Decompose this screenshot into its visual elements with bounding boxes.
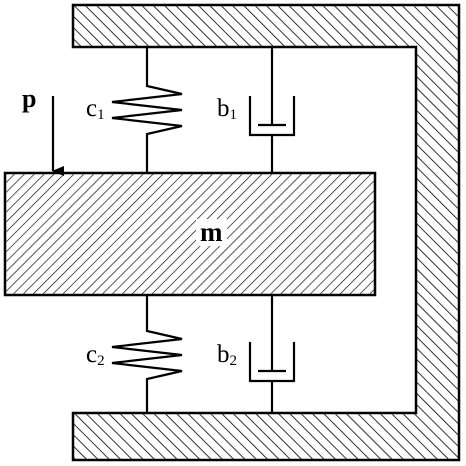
spring-top xyxy=(111,47,183,173)
spring-top-label-base: c xyxy=(86,95,98,122)
damper-bottom-label-base: b xyxy=(217,341,230,368)
damper-top-label: b1 xyxy=(217,96,237,123)
spring-bottom-label-base: c xyxy=(86,341,98,368)
spring-bottom-label: c2 xyxy=(86,342,105,369)
support-frame xyxy=(71,3,461,462)
damper-bottom-label: b2 xyxy=(217,342,237,369)
damper-top xyxy=(248,47,296,173)
mass-label: m xyxy=(196,219,227,246)
force-label: p xyxy=(22,84,37,113)
damper-bottom-label-sub: 2 xyxy=(229,353,238,369)
spring-bottom-label-sub: 2 xyxy=(97,353,105,369)
spring-top-label: c1 xyxy=(86,96,105,123)
damper-top-label-sub: 1 xyxy=(229,107,238,123)
spring-bottom xyxy=(111,295,183,413)
spring-top-label-sub: 1 xyxy=(97,107,105,123)
damper-bottom xyxy=(248,295,296,413)
mass-block xyxy=(3,171,377,297)
damper-top-label-base: b xyxy=(217,95,230,122)
